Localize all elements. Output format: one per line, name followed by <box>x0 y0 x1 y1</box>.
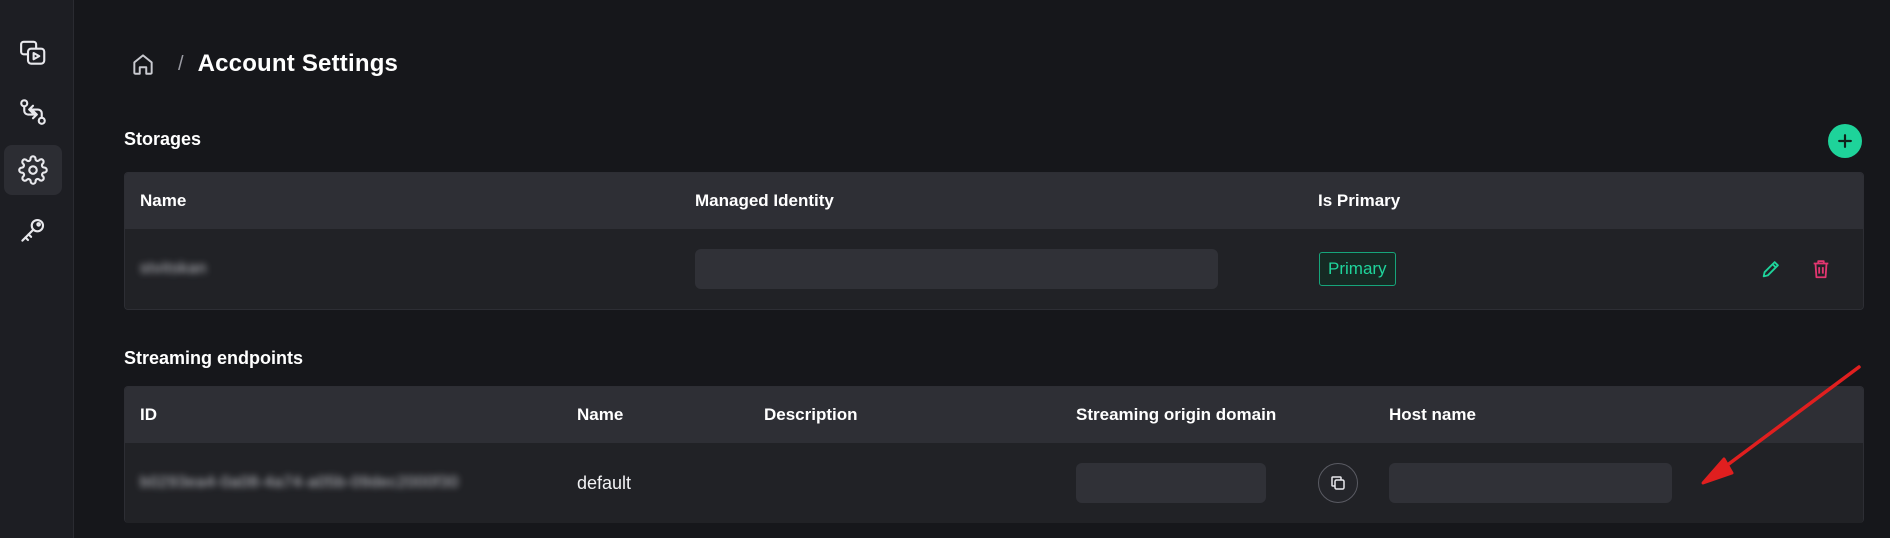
column-header-name: Name <box>140 191 187 210</box>
table-row: b0293ea4-0a08-4a74-a05b-09dec2000f30 def… <box>125 443 1863 523</box>
storage-name: stvitskan <box>140 260 207 277</box>
storages-table-header: Name Managed Identity Is Primary <box>125 173 1863 229</box>
pencil-icon <box>1762 261 1779 278</box>
column-header-description: Description <box>764 405 858 424</box>
column-header-is-primary: Is Primary <box>1318 191 1401 210</box>
copy-icon <box>1331 476 1345 490</box>
column-header-host-name: Host name <box>1389 405 1476 424</box>
breadcrumb: / Account Settings <box>130 46 398 82</box>
delete-storage-button[interactable] <box>1808 256 1834 282</box>
streaming-table-header: ID Name Description Streaming origin dom… <box>125 387 1863 443</box>
edit-storage-button[interactable] <box>1758 256 1784 282</box>
sidebar-item-transfer[interactable] <box>4 87 62 137</box>
streaming-endpoints-title: Streaming endpoints <box>124 348 304 368</box>
media-icon <box>20 40 46 65</box>
storages-title: Storages <box>124 129 202 149</box>
trash-icon <box>1813 260 1829 279</box>
column-header-name: Name <box>577 405 624 424</box>
main-content: / Account Settings Storages Name Managed… <box>74 0 1890 538</box>
endpoint-name: default <box>577 472 632 493</box>
primary-badge: Primary <box>1319 252 1396 286</box>
sidebar-item-media[interactable] <box>4 28 62 78</box>
column-header-id: ID <box>140 405 157 424</box>
add-storage-button[interactable] <box>1828 124 1862 158</box>
column-header-managed-identity: Managed Identity <box>695 191 834 210</box>
managed-identity-field[interactable] <box>695 249 1218 289</box>
storages-table: Name Managed Identity Is Primary stvitsk… <box>124 172 1864 310</box>
plus-icon <box>1838 134 1852 148</box>
copy-origin-domain-button[interactable] <box>1318 463 1358 503</box>
gear-icon <box>18 155 48 185</box>
page-title: Account Settings <box>197 50 399 77</box>
endpoint-id: b0293ea4-0a08-4a74-a05b-09dec2000f30 <box>140 474 459 491</box>
sidebar-item-keys[interactable] <box>4 205 62 255</box>
home-icon[interactable] <box>130 49 160 79</box>
column-header-streaming-origin-domain: Streaming origin domain <box>1076 405 1277 424</box>
table-row: stvitskan Primary <box>125 229 1863 309</box>
breadcrumb-separator: / <box>178 52 184 75</box>
streaming-origin-domain-field[interactable] <box>1076 463 1266 503</box>
sidebar <box>0 0 74 538</box>
key-icon <box>21 218 45 242</box>
host-name-field[interactable] <box>1389 463 1672 503</box>
sidebar-item-settings[interactable] <box>4 145 62 195</box>
transfer-icon <box>20 99 46 125</box>
streaming-endpoints-table: ID Name Description Streaming origin dom… <box>124 386 1864 523</box>
